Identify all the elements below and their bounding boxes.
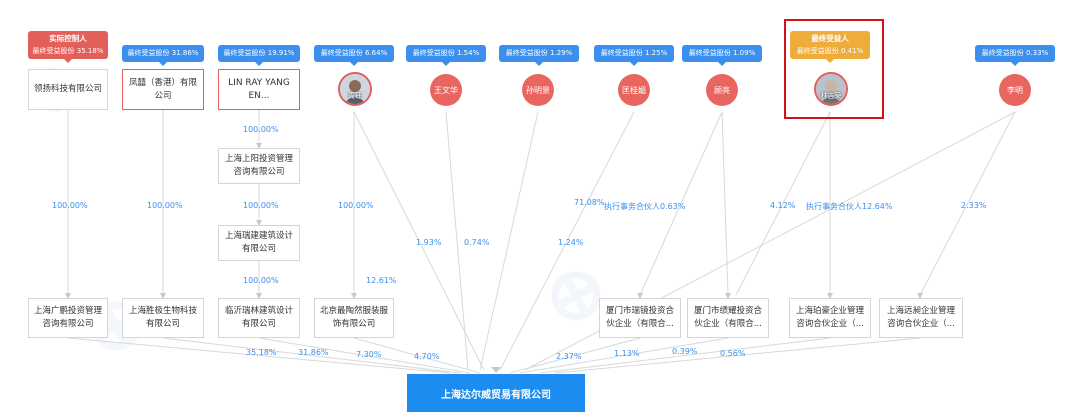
tag-share: 最终受益股份 1.54% xyxy=(406,47,486,60)
tag-share: 最终受益股份 1.29% xyxy=(499,47,579,60)
tag-title: 实际控制人 xyxy=(28,33,108,45)
node-label: 上海远昶企业管理咨询合伙企业（... xyxy=(884,305,958,331)
tag-kuang: 最终受益股份 1.25% xyxy=(594,45,674,62)
node-label: 孙明景 xyxy=(526,85,550,96)
node-gu[interactable]: 顾亮 xyxy=(706,74,738,106)
edge-label: 1.93% xyxy=(416,238,441,247)
tag-sun: 最终受益股份 1.29% xyxy=(499,45,579,62)
edge-label: 4.12% xyxy=(770,201,795,210)
edge-label: 2.37% xyxy=(556,352,581,361)
tag-share: 最终受益股份 1.09% xyxy=(682,47,762,60)
node-li[interactable]: 李明 xyxy=(999,74,1031,106)
edge-label: 31.86% xyxy=(298,348,329,357)
node-fengxi[interactable]: 凤囍（香港）有限公司 xyxy=(122,69,204,110)
node-zhoujue[interactable]: 周珏 xyxy=(338,72,372,106)
edge-label: 0.56% xyxy=(720,349,745,358)
tag-share: 最终受益股份 6.64% xyxy=(314,47,394,60)
edge-label: 100.00% xyxy=(147,201,183,210)
tag-wang: 最终受益股份 1.54% xyxy=(406,45,486,62)
node-label: 周珏 xyxy=(340,91,370,101)
target-label: 上海达尔威贸易有限公司 xyxy=(441,386,551,401)
tag-lin-ray: 最终受益股份 19.91% xyxy=(218,45,300,62)
node-lin-ray[interactable]: LIN RAY YANG EN... xyxy=(218,69,300,110)
tag-share: 最终受益股份 31.86% xyxy=(122,47,204,60)
node-label: 顾亮 xyxy=(714,85,730,96)
node-kuang[interactable]: 匡桂媚 xyxy=(618,74,650,106)
node-label: 林吉荣 xyxy=(816,91,846,101)
node-label: 北京最陶然服装服饰有限公司 xyxy=(319,305,389,331)
node-sun[interactable]: 孙明景 xyxy=(522,74,554,106)
edge-label: 0.74% xyxy=(464,238,489,247)
node-shanghai-yangyang[interactable]: 上海上阳投资管理咨询有限公司 xyxy=(218,148,300,184)
node-label: 领扬科技有限公司 xyxy=(34,83,102,96)
edge-label: 4.70% xyxy=(414,352,439,361)
node-zuitaoran[interactable]: 北京最陶然服装服饰有限公司 xyxy=(314,298,394,338)
node-yuanchang[interactable]: 上海远昶企业管理咨询合伙企业（... xyxy=(879,298,963,338)
edge-label: 71.08% xyxy=(574,198,605,207)
node-label: 王文华 xyxy=(434,85,458,96)
edge-label: 100.00% xyxy=(243,125,279,134)
node-label: 匡桂媚 xyxy=(622,85,646,96)
edge-label: 0.39% xyxy=(672,347,697,356)
node-label: 上海瑞建建筑设计有限公司 xyxy=(223,230,295,256)
node-lingyang[interactable]: 领扬科技有限公司 xyxy=(28,69,108,110)
edge-label: 1.13% xyxy=(614,349,639,358)
tag-zhoujue: 最终受益股份 6.64% xyxy=(314,45,394,62)
edge-label: 35.18% xyxy=(246,348,277,357)
edge-label: 执行事务合伙人0.63% xyxy=(604,201,685,212)
node-ruijing[interactable]: 厦门市瑞镜投资合伙企业（有限合... xyxy=(599,298,681,338)
tag-fengxi: 最终受益股份 31.86% xyxy=(122,45,204,62)
node-label: 凤囍（香港）有限公司 xyxy=(127,77,199,103)
tag-share: 最终受益股份 19.91% xyxy=(218,47,300,60)
tag-share: 最终受益股份 0.33% xyxy=(975,47,1055,60)
tag-share: 最终受益股份 1.25% xyxy=(594,47,674,60)
edge-label: 100.00% xyxy=(52,201,88,210)
node-label: 厦门市绩耀投资合伙企业（有限合... xyxy=(692,305,764,331)
edge-label: 12.61% xyxy=(366,276,397,285)
node-label: LIN RAY YANG EN... xyxy=(223,77,295,103)
node-label: 上海胜极生物科技有限公司 xyxy=(127,305,199,331)
edge-label: 100.00% xyxy=(338,201,374,210)
edge-label: 1.24% xyxy=(558,238,583,247)
node-wang[interactable]: 王文华 xyxy=(430,74,462,106)
edge-label: 100.00% xyxy=(243,201,279,210)
tag-gu: 最终受益股份 1.09% xyxy=(682,45,762,62)
tag-lingyang: 实际控制人 最终受益股份 35.18% xyxy=(28,31,108,59)
tag-li: 最终受益股份 0.33% xyxy=(975,45,1055,62)
edge-label: 100.00% xyxy=(243,276,279,285)
target-company[interactable]: 上海达尔威贸易有限公司 xyxy=(407,374,585,412)
tag-share: 最终受益股份 35.18% xyxy=(28,45,108,57)
node-pohao[interactable]: 上海珀豪企业管理咨询合伙企业（... xyxy=(789,298,871,338)
node-jiyao[interactable]: 厦门市绩耀投资合伙企业（有限合... xyxy=(687,298,769,338)
node-label: 厦门市瑞镜投资合伙企业（有限合... xyxy=(604,305,676,331)
edge-label: 7.30% xyxy=(356,350,381,359)
node-label: 李明 xyxy=(1007,85,1023,96)
node-label: 上海珀豪企业管理咨询合伙企业（... xyxy=(794,305,866,331)
node-guangpeng[interactable]: 上海广鹏投资管理咨询有限公司 xyxy=(28,298,108,338)
node-label: 上海上阳投资管理咨询有限公司 xyxy=(223,153,295,179)
edge-label: 执行事务合伙人12.64% xyxy=(806,201,893,212)
node-ruilin[interactable]: 临沂瑞林建筑设计有限公司 xyxy=(218,298,300,338)
edge-label: 2.33% xyxy=(961,201,986,210)
node-shanghai-ruijian[interactable]: 上海瑞建建筑设计有限公司 xyxy=(218,225,300,261)
node-label: 上海广鹏投资管理咨询有限公司 xyxy=(33,305,103,331)
node-label: 临沂瑞林建筑设计有限公司 xyxy=(223,305,295,331)
node-linjirong[interactable]: 林吉荣 xyxy=(814,72,848,106)
node-shengji[interactable]: 上海胜极生物科技有限公司 xyxy=(122,298,204,338)
